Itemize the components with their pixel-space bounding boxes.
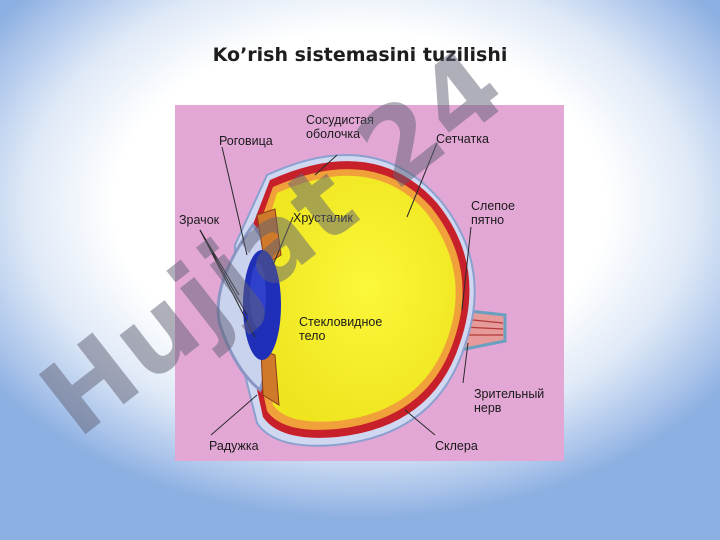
- label-sclera: Склера: [435, 439, 478, 453]
- label-iris: Радужка: [209, 439, 259, 453]
- eye-diagram: Роговица Сосудистая оболочка Сетчатка Зр…: [175, 105, 564, 461]
- label-pupil: Зрачок: [179, 213, 220, 227]
- label-cornea: Роговица: [219, 134, 273, 148]
- leader-lines: [199, 142, 472, 436]
- label-choroid: Сосудистая оболочка: [306, 113, 374, 141]
- eye-drawing: [199, 142, 507, 447]
- label-optic-nerve: Зрительный нерв: [474, 387, 545, 415]
- slide-title: Ko’rish sistemasini tuzilishi: [212, 44, 508, 66]
- label-vitreous: Стекловидное тело: [299, 315, 383, 343]
- label-lens: Хрусталик: [293, 211, 353, 225]
- vitreous-body: [259, 175, 456, 422]
- label-blind-spot: Слепое пятно: [471, 199, 515, 227]
- lens-highlight: [250, 263, 266, 327]
- label-retina: Сетчатка: [436, 132, 489, 146]
